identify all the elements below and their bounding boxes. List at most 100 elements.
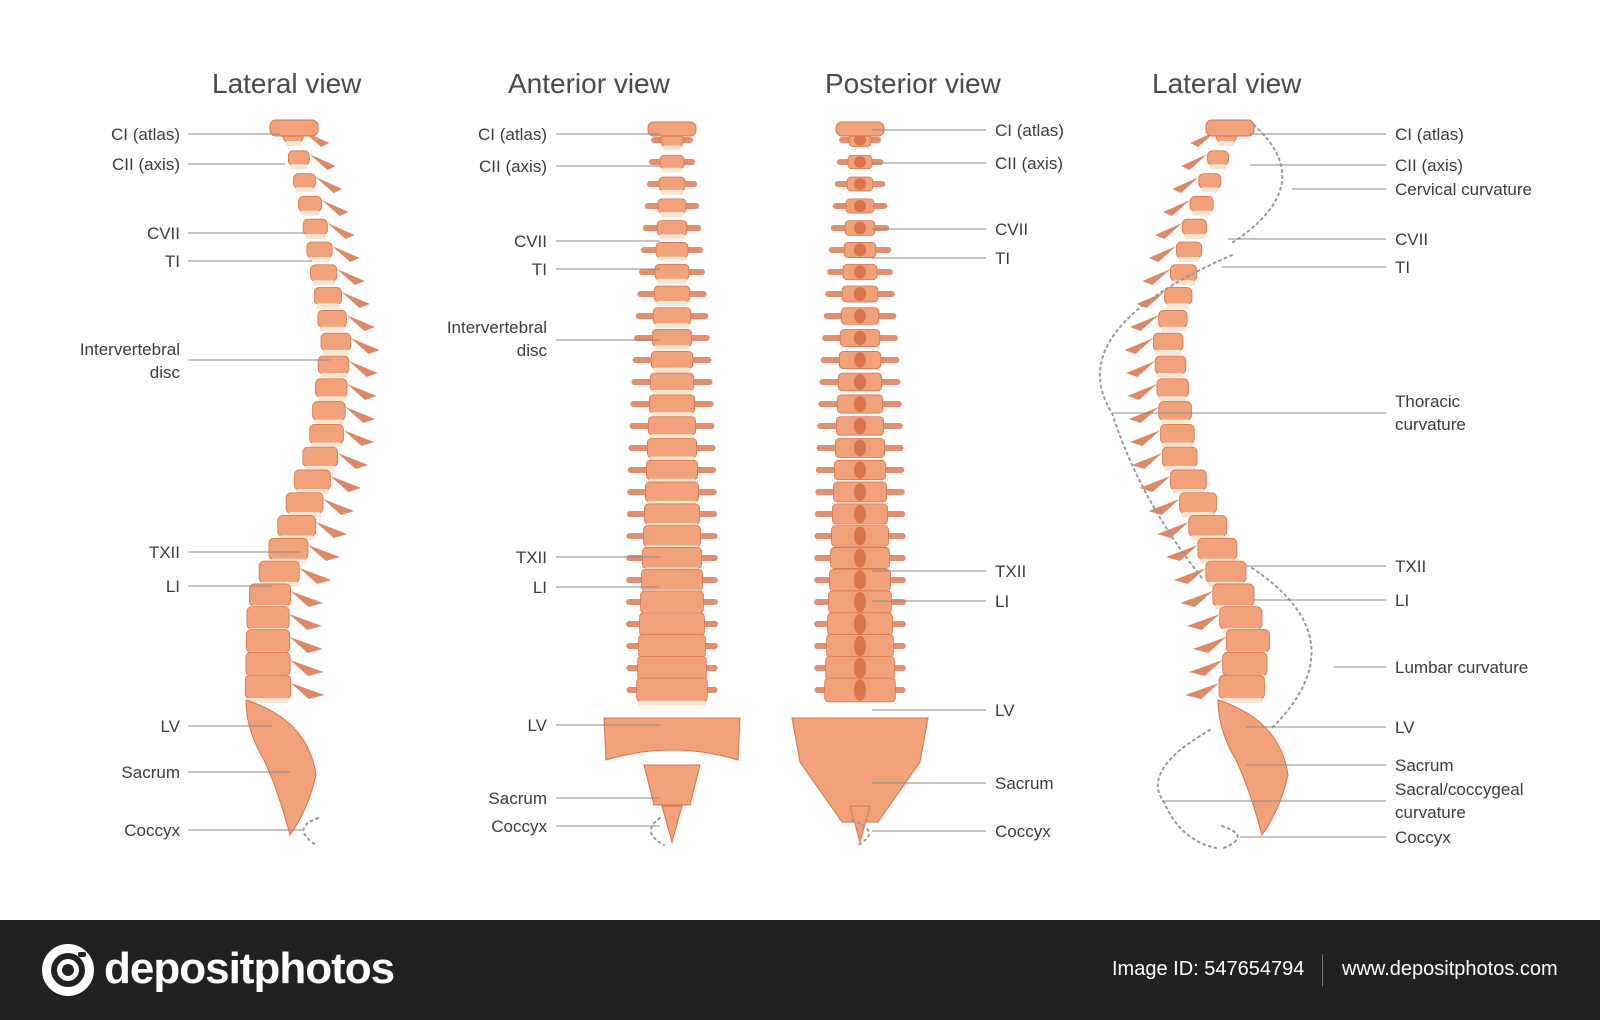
panel-2-vertebra: [639, 612, 705, 636]
panel-1-spinous-process: [341, 292, 370, 308]
panel-2-vertebra: [643, 525, 701, 547]
panel-1-spinous-process: [315, 177, 343, 193]
panel-1-spinous-process: [332, 246, 360, 262]
panel-1-vertebra-body: [312, 401, 346, 421]
panel-1-label-ci-atlas: CI (atlas): [111, 125, 180, 144]
panel-3-label-coccyx: Coccyx: [995, 822, 1051, 841]
panel-2-label-lv: LV: [527, 716, 547, 735]
panel-3-spinous-process: [854, 439, 866, 457]
panel-3-spinous-process: [854, 352, 866, 368]
panel-2-vertebra: [657, 198, 687, 214]
panel-3-spinous-process: [854, 461, 866, 479]
panel-4-title: Lateral view: [1152, 68, 1302, 99]
panel-2-disc: [656, 300, 688, 306]
panel-4-spinous-process: [1136, 292, 1165, 308]
panel-4-vertebra-body: [1170, 469, 1207, 491]
panel-4-intervertebral-disc: [1178, 257, 1200, 263]
panel-4-intervertebral-disc: [1218, 141, 1235, 146]
panel-1-intervertebral-disc: [311, 442, 342, 448]
panel-2-sacrum: [643, 764, 701, 806]
panel-3-spinous-process: [854, 570, 866, 590]
panel-4-spinous-process: [1128, 407, 1159, 423]
panel-4-vertebra-body: [1160, 423, 1195, 445]
panel-3-title: Posterior view: [825, 68, 1001, 99]
footer-divider: [1322, 954, 1323, 986]
panel-4-spinous-process: [1186, 614, 1220, 630]
panel-3-label-cvii: CVII: [995, 220, 1029, 239]
panel-1-label-cvii: CVII: [146, 224, 180, 243]
panel-3-spinous-process: [854, 504, 866, 524]
website-link[interactable]: www.depositphotos.com: [1342, 958, 1558, 980]
panel-4-vertebra-body: [1212, 583, 1255, 607]
brand-logo-text[interactable]: depositphotos: [104, 944, 395, 993]
panel-3-label-txii: TXII: [995, 562, 1027, 581]
panel-4-vertebra-body: [1161, 446, 1198, 468]
panel-4-vertebra-body: [1197, 537, 1238, 561]
footer-bar: depositphotos Image ID: 547654794 www.de…: [0, 920, 1600, 1020]
panel-4-vertebra-body: [1156, 378, 1190, 398]
panel-3-spinous-process: [854, 592, 866, 612]
panel-4-cervical-curvature-arc: [1231, 124, 1284, 244]
panel-2-disc: [653, 367, 691, 373]
panel-4-label-cii-axis: CII (axis): [1395, 156, 1463, 175]
panel-1-intervertebral-disc: [285, 141, 302, 146]
panel-4-spinous-process: [1131, 453, 1163, 469]
panel-4-vertebra-body: [1222, 651, 1268, 677]
panel-1-spinous-process: [323, 499, 355, 515]
panel-1-intervertebral-disc: [305, 233, 326, 239]
panel-4-spinous-process: [1157, 522, 1189, 538]
panel-3-spinous-process: [854, 657, 866, 679]
panel-4-spinous-process: [1142, 269, 1171, 285]
panel-4-spinous-process: [1185, 683, 1220, 699]
panel-4-vertebra-body: [1189, 195, 1214, 213]
panel-4-label-sacral-coccygeal-curvature: Sacral/coccygeal curvature: [1395, 780, 1524, 822]
panel-4-intervertebral-disc: [1192, 210, 1212, 216]
panel-2-vertebra: [645, 459, 699, 481]
panel-4-label-li: LI: [1395, 591, 1410, 610]
panel-1-vertebra-body: [320, 332, 351, 352]
panel-2-vertebra: [647, 416, 697, 436]
panel-3-spinous-process: [854, 395, 866, 413]
panel-4-spinous-process: [1148, 246, 1177, 262]
panel-1-title: Lateral view: [212, 68, 362, 99]
panel-1-spinous-process: [330, 476, 362, 492]
panel-4-vertebra-body: [1188, 515, 1228, 537]
panel-4-intervertebral-disc: [1209, 164, 1227, 170]
panel-1-intervertebral-disc: [316, 303, 340, 309]
panel-1-intervertebral-disc: [314, 419, 344, 425]
panel-1-sacrum: [245, 699, 317, 837]
panel-2-vertebra: [640, 590, 704, 614]
panel-2-vertebra: [652, 307, 692, 325]
panel-3-atlas: [835, 121, 885, 137]
panel-3-spinous-process: [854, 483, 866, 501]
panel-2-iliac-wings: [603, 717, 741, 761]
panel-3-spinous-process: [854, 243, 866, 257]
panel-2-disc: [651, 412, 693, 418]
panel-4-vertebra-body: [1181, 218, 1207, 236]
panel-1-intervertebral-disc: [295, 187, 314, 193]
panel-3-coccyx-loop: [851, 819, 870, 847]
panel-1-spinous-process: [289, 637, 323, 653]
panel-1-spine: [244, 119, 380, 837]
panel-1-spinous-process: [345, 407, 376, 423]
panel-1-spinous-process: [343, 430, 374, 446]
panel-2-vertebra: [650, 350, 694, 370]
panel-2-vertebra: [656, 220, 688, 236]
panel-4-spinous-process: [1181, 154, 1208, 170]
panel-3-spinous-process: [854, 265, 866, 279]
panel-1-vertebra-body: [317, 309, 347, 329]
panel-1-spinous-process: [350, 338, 380, 354]
panel-4-spinous-process: [1189, 660, 1223, 676]
panel-4-vertebra-body: [1207, 150, 1229, 166]
panel-1-vertebra-body: [245, 629, 291, 653]
spine-diagram: Lateral view Anterior view Posterior vie…: [80, 68, 1532, 849]
panel-1-intervertebral-disc: [300, 210, 320, 216]
panel-3-label-lv: LV: [995, 701, 1015, 720]
panel-2-vertebra: [653, 285, 691, 303]
panel-3-label-sacrum: Sacrum: [995, 774, 1054, 793]
panel-4-intervertebral-disc: [1200, 187, 1219, 193]
panel-4-coccyx-loop: [1221, 825, 1239, 849]
panel-2-atlas: [647, 121, 697, 137]
panel-1-label-li: LI: [165, 577, 180, 596]
panel-4-vertebra-body: [1219, 606, 1263, 630]
